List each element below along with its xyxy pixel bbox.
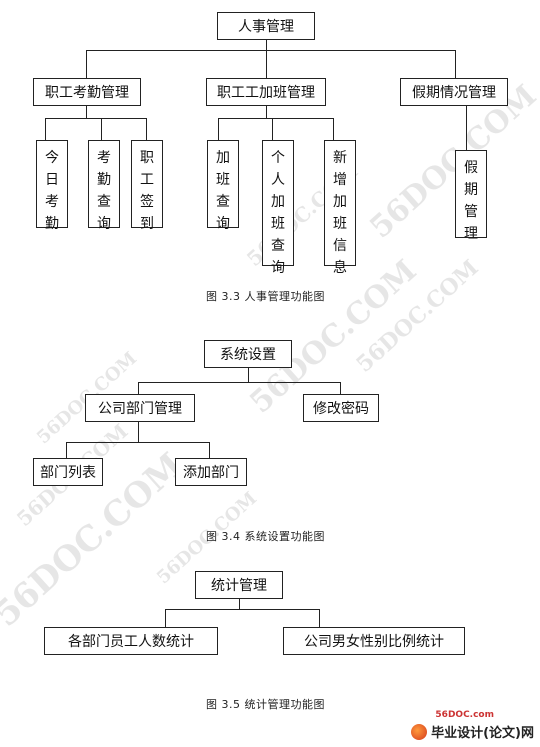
branch-node: 假期情况管理 bbox=[400, 78, 508, 106]
branch-node: 公司男女性别比例统计 bbox=[283, 627, 465, 655]
connector bbox=[66, 442, 67, 458]
leaf-label: 新增加班信息 bbox=[333, 150, 347, 276]
leaf-label: 加班查询 bbox=[216, 150, 230, 232]
connector bbox=[248, 368, 249, 382]
connector bbox=[86, 50, 87, 78]
figure-caption: 图 3.4 系统设置功能图 bbox=[206, 530, 325, 543]
leaf-label: 今日考勤 bbox=[45, 150, 59, 232]
connector bbox=[138, 382, 340, 383]
connector bbox=[165, 609, 319, 610]
site-logo: 56DOC.com 毕业设计(论文)网 bbox=[411, 710, 534, 741]
leaf-node: 职工签到 bbox=[131, 140, 163, 232]
connector bbox=[266, 40, 267, 50]
connector bbox=[45, 118, 46, 140]
connector bbox=[138, 382, 139, 394]
connector bbox=[101, 118, 102, 140]
connector bbox=[266, 50, 267, 78]
connector bbox=[239, 599, 240, 609]
branch-node: 职工工加班管理 bbox=[206, 78, 326, 106]
logo-small-text: 56DOC.com bbox=[435, 710, 494, 720]
connector bbox=[266, 106, 267, 118]
leaf-node: 个人加班查询 bbox=[262, 140, 294, 276]
leaf-node: 新增加班信息 bbox=[324, 140, 356, 276]
branch-node: 职工考勤管理 bbox=[33, 78, 141, 106]
leaf-node: 假期管理 bbox=[455, 150, 487, 242]
connector bbox=[209, 442, 210, 458]
connector bbox=[218, 118, 219, 140]
leaf-node: 部门列表 bbox=[33, 458, 103, 486]
logo-text: 毕业设计(论文)网 bbox=[431, 726, 534, 741]
connector bbox=[333, 118, 334, 140]
connector bbox=[455, 50, 456, 78]
leaf-node: 添加部门 bbox=[175, 458, 247, 486]
branch-node: 修改密码 bbox=[303, 394, 379, 422]
leaf-label: 假期管理 bbox=[464, 160, 478, 242]
connector bbox=[146, 118, 147, 140]
connector bbox=[272, 118, 273, 140]
connector bbox=[165, 609, 166, 627]
leaf-label: 个人加班查询 bbox=[271, 150, 285, 276]
connector bbox=[138, 422, 139, 442]
connector bbox=[218, 118, 333, 119]
branch-node: 各部门员工人数统计 bbox=[44, 627, 218, 655]
leaf-node: 加班查询 bbox=[207, 140, 239, 232]
diagram-root-node: 统计管理 bbox=[195, 571, 283, 599]
leaf-node: 今日考勤 bbox=[36, 140, 68, 232]
connector bbox=[86, 106, 87, 118]
diagram-root-node: 人事管理 bbox=[217, 12, 315, 40]
figure-caption: 图 3.3 人事管理功能图 bbox=[206, 290, 325, 303]
leaf-label: 职工签到 bbox=[140, 150, 154, 232]
leaf-label: 考勤查询 bbox=[97, 150, 111, 232]
figure-caption: 图 3.5 统计管理功能图 bbox=[206, 698, 325, 711]
connector bbox=[45, 118, 147, 119]
leaf-node: 考勤查询 bbox=[88, 140, 120, 232]
connector bbox=[66, 442, 209, 443]
branch-node: 公司部门管理 bbox=[85, 394, 195, 422]
connector bbox=[319, 609, 320, 627]
diagram-root-node: 系统设置 bbox=[204, 340, 292, 368]
logo-icon bbox=[411, 723, 428, 740]
connector bbox=[86, 50, 455, 51]
connector bbox=[340, 382, 341, 394]
connector bbox=[466, 106, 467, 150]
